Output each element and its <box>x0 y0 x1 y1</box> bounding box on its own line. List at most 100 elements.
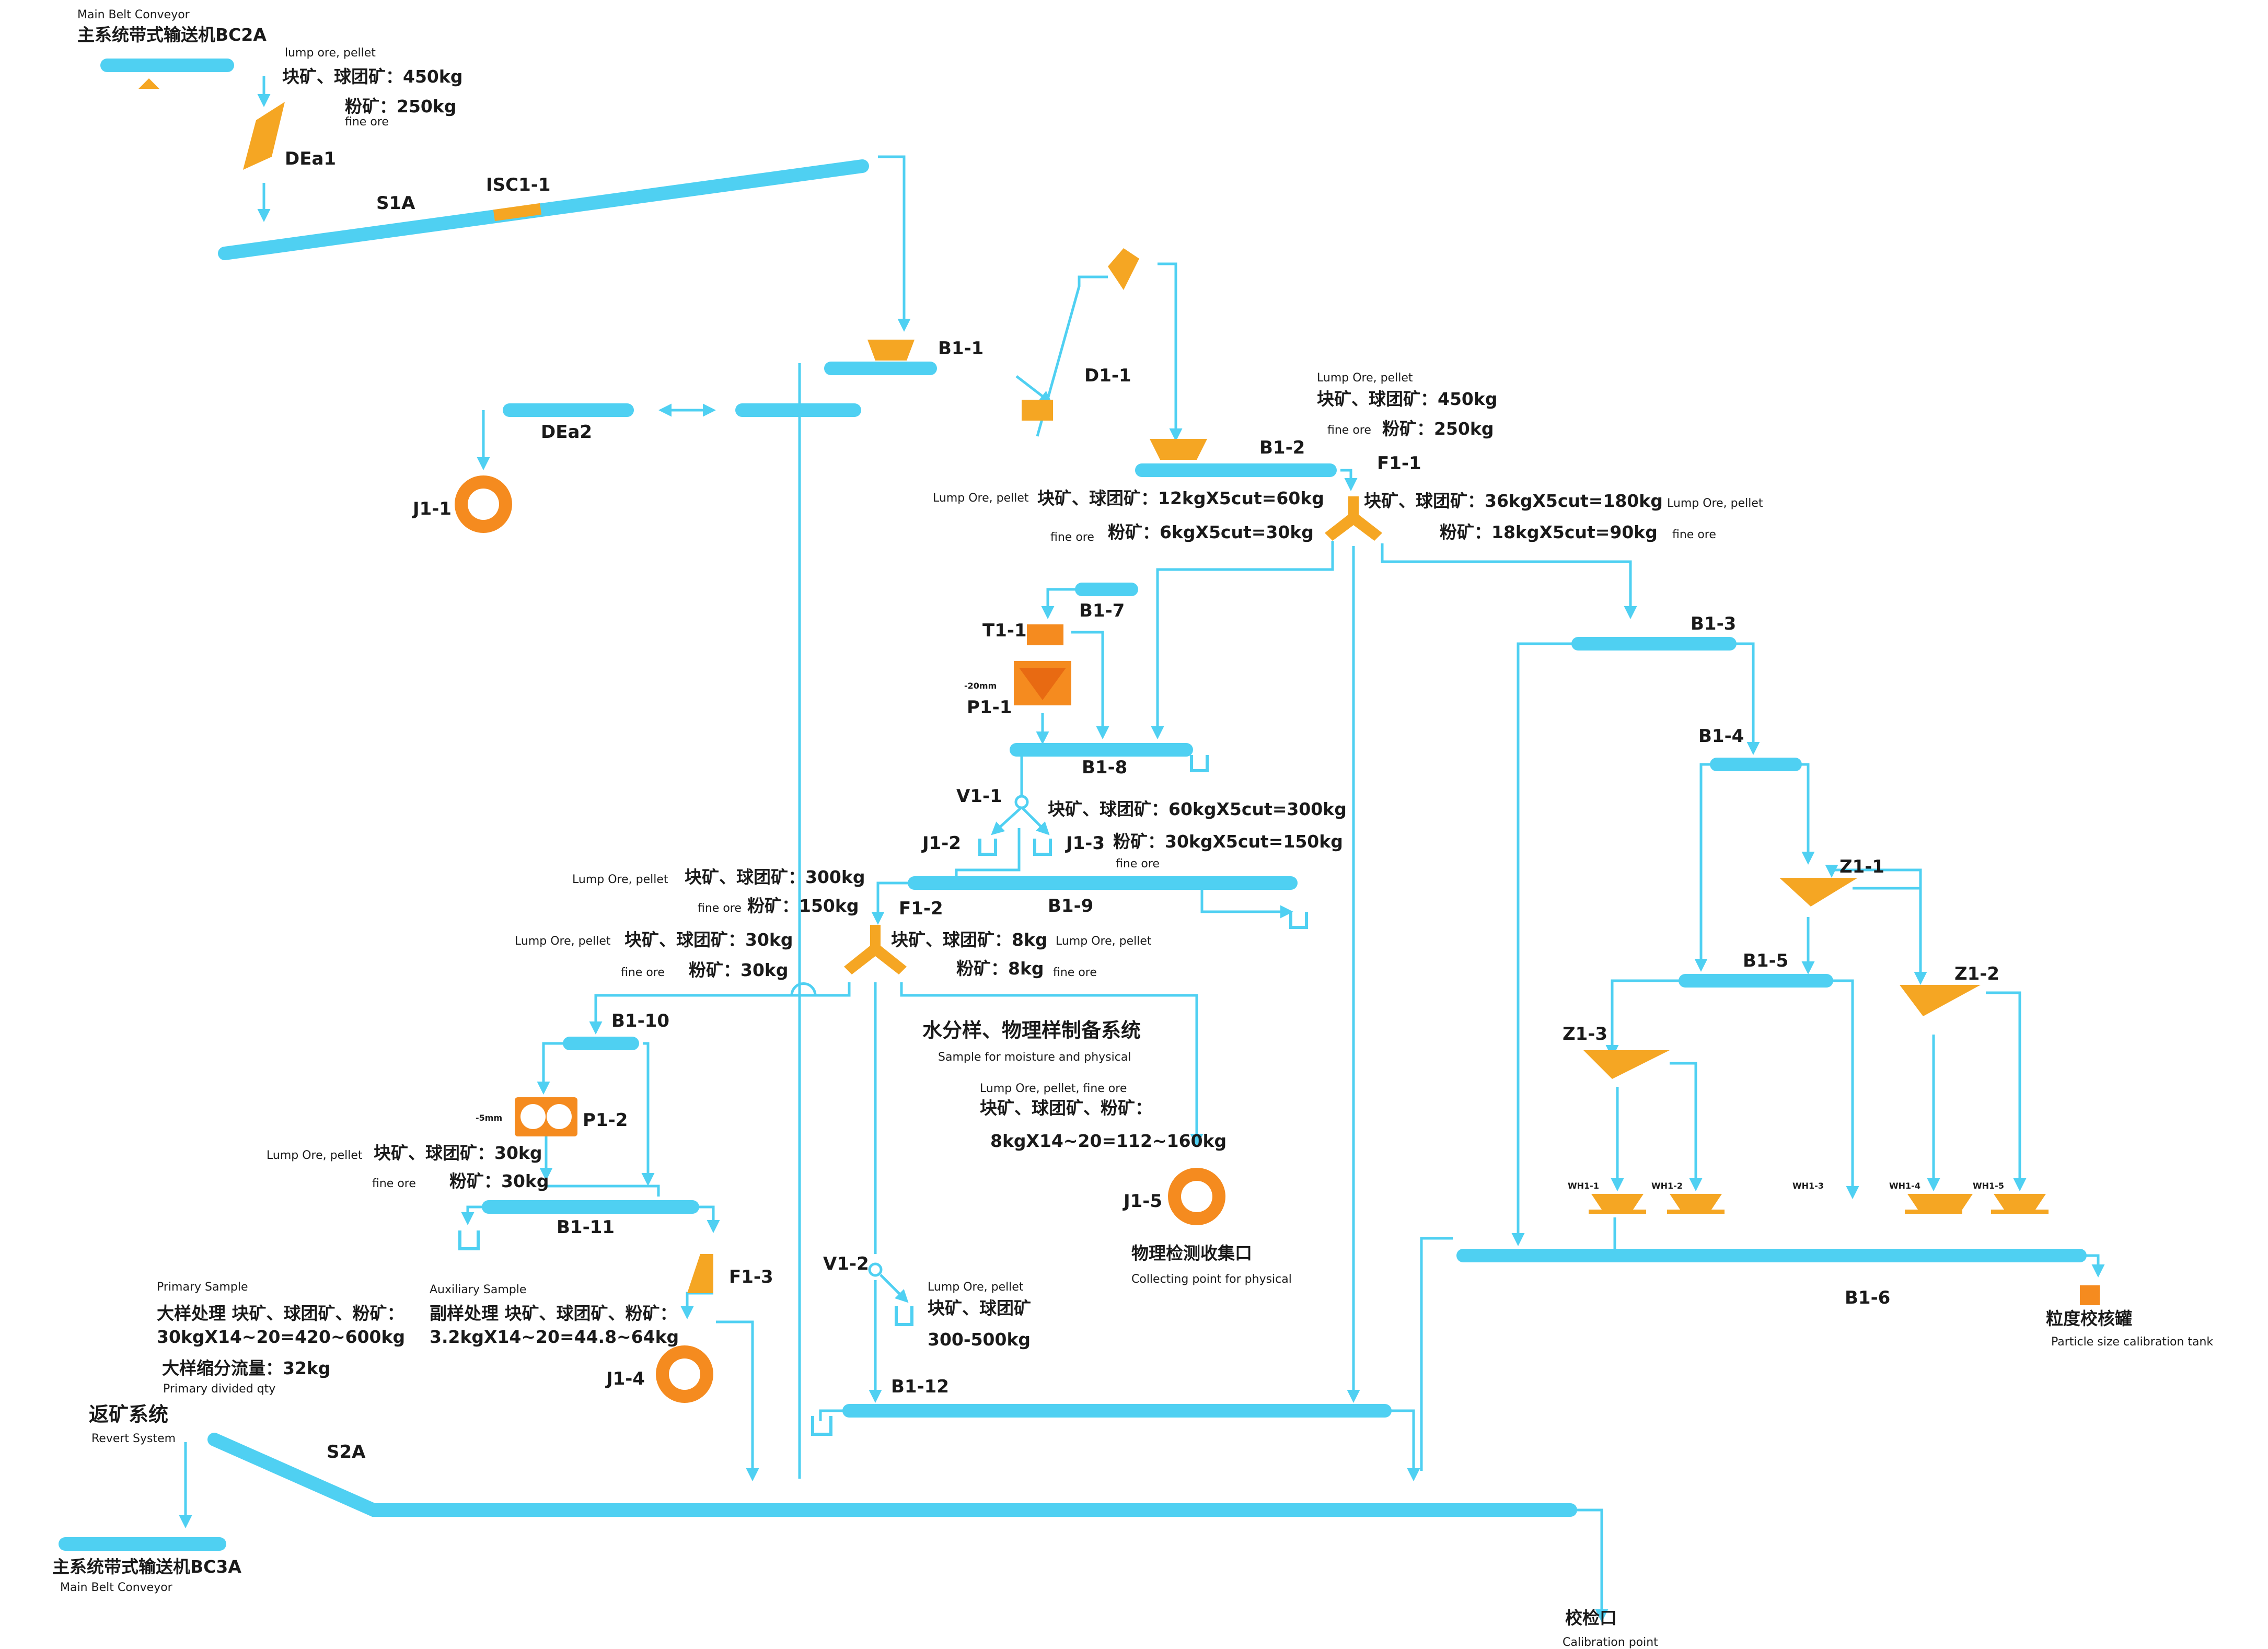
weigh-hopper-wh1-2-icon <box>1667 1194 1725 1214</box>
z1-1-label: Z1-1 <box>1839 856 1884 877</box>
d1-1-label: D1-1 <box>1084 365 1131 386</box>
v11-fine: 粉矿：30kgX5cut=150kg <box>1113 831 1343 852</box>
isc1-1-label: ISC1-1 <box>486 175 551 195</box>
f12-in-lump: 块矿、球团矿：300kg <box>685 867 865 887</box>
f12-right-en: Lump Ore, pellet <box>1056 935 1152 948</box>
splitter-z1-1-icon <box>1779 878 1858 907</box>
physical-collect-en: Collecting point for physical <box>1131 1273 1292 1286</box>
j1-3-label: J1-3 <box>1065 833 1105 854</box>
moisture-items-cn: 块矿、球团矿、粉矿： <box>980 1098 1152 1118</box>
v12-en: Lump Ore, pellet <box>928 1281 1024 1294</box>
collector-j1-1-icon <box>455 475 512 533</box>
f11-right-en: Lump Ore, pellet <box>1667 497 1763 510</box>
revert-system-en: Revert System <box>91 1432 176 1445</box>
f1-3-label: F1-3 <box>729 1267 773 1287</box>
fine-en-label: fine ore <box>345 115 389 129</box>
b1-11-label: B1-11 <box>557 1217 615 1238</box>
valve-v1-2-icon <box>868 1262 883 1277</box>
moisture-system-title: 水分样、物理样制备系统 <box>922 1019 1141 1042</box>
f11-in-lump: 块矿、球团矿：450kg <box>1317 389 1497 409</box>
b1-3-label: B1-3 <box>1691 613 1736 634</box>
aux-sample-cn: 副样处理 块矿、球团矿、粉矿： <box>430 1303 677 1323</box>
v12-qty: 300-500kg <box>928 1329 1031 1350</box>
f11-left-en: Lump Ore, pellet <box>933 492 1029 505</box>
t1-1-label: T1-1 <box>982 620 1027 641</box>
f11-in-fine-en: fine ore <box>1327 424 1371 437</box>
hopper-b1-2-icon <box>1150 439 1207 460</box>
j1-1-label: J1-1 <box>412 498 452 519</box>
belts <box>59 59 2087 1551</box>
divider-f1-1-icon <box>1325 496 1382 541</box>
bucket-icon <box>811 1416 832 1436</box>
valve-v1-1-icon <box>1014 795 1029 809</box>
diverter-d1-1-icon <box>1108 248 1139 290</box>
b1-8-label: B1-8 <box>1082 757 1127 778</box>
f11-right-lump: 块矿、球团矿：36kgX5cut=180kg <box>1364 491 1663 511</box>
wh1-1-label: WH1-1 <box>1568 1181 1599 1191</box>
f12-in-fine-en: fine ore <box>698 902 742 915</box>
feeder-t1-1-icon <box>1027 624 1063 645</box>
f11-in-fine: 粉矿：250kg <box>1382 419 1494 439</box>
weigh-hopper-wh1-1-icon <box>1589 1194 1646 1214</box>
bucket-icon <box>1033 839 1052 856</box>
main-belt-cn-label: 主系统带式输送机BC2A <box>77 25 267 45</box>
flow-lines <box>179 76 2105 1622</box>
f11-right-fine-en: fine ore <box>1672 528 1716 541</box>
p1-2-label: P1-2 <box>583 1110 628 1131</box>
dea2-label: DEa2 <box>541 422 592 443</box>
f12-right-lump: 块矿、球团矿：8kg <box>891 930 1048 950</box>
f1-1-label: F1-1 <box>1377 453 1421 474</box>
moisture-qty: 8kgX14~20=112~160kg <box>990 1131 1226 1151</box>
f12-left-fine: 粉矿：30kg <box>689 960 789 980</box>
p12-fine: 粉矿：30kg <box>449 1171 549 1191</box>
f12-in-en: Lump Ore, pellet <box>572 873 668 886</box>
weigh-hopper-wh1-5-icon <box>1991 1194 2049 1214</box>
z1-2-label: Z1-2 <box>1954 963 1999 984</box>
splitter-z1-3-icon <box>1583 1050 1670 1079</box>
aux-sample-qty: 3.2kgX14~20=44.8~64kg <box>430 1327 679 1347</box>
bucket-icon <box>1289 912 1308 929</box>
labels: Main Belt Conveyor 主系统带式输送机BC2A lump ore… <box>52 8 2213 1649</box>
z1-3-label: Z1-3 <box>1563 1024 1607 1044</box>
belt-support-icon <box>138 78 159 89</box>
lump-en-label: lump ore, pellet <box>285 47 376 60</box>
primary-divided-cn: 大样缩分流量：32kg <box>162 1358 331 1378</box>
dea1-label: DEa1 <box>285 148 336 169</box>
physical-collect-cn: 物理检测收集口 <box>1131 1243 1252 1263</box>
f12-right-fine: 粉矿：8kg <box>956 958 1044 979</box>
sampler-d1-1-icon <box>1022 400 1053 421</box>
fine-qty-label: 粉矿：250kg <box>345 96 456 117</box>
s1a-label: S1A <box>376 193 415 214</box>
main-belt-en-label: Main Belt Conveyor <box>77 8 190 21</box>
primary-sample-en: Primary Sample <box>157 1281 248 1294</box>
calibration-tank-cn: 粒度校核罐 <box>2046 1308 2132 1329</box>
calibration-point-en: Calibration point <box>1563 1636 1658 1649</box>
size-5mm-label: -5mm <box>476 1113 502 1123</box>
b1-9-label: B1-9 <box>1048 896 1093 916</box>
f12-left-lump: 块矿、球团矿：30kg <box>624 930 793 950</box>
belt-s2a <box>207 1433 1577 1517</box>
b1-4-label: B1-4 <box>1698 726 1744 747</box>
wh1-4-label: WH1-4 <box>1889 1181 1920 1191</box>
weigh-hopper-wh1-4-icon <box>1920 1194 1973 1210</box>
wh1-3-label: WH1-3 <box>1792 1181 1824 1191</box>
bucket-icon <box>978 839 997 856</box>
b1-1-label: B1-1 <box>938 338 983 359</box>
f11-left-fine-en: fine ore <box>1050 531 1094 544</box>
bc3a-cn: 主系统带式输送机BC3A <box>52 1557 241 1577</box>
b1-5-label: B1-5 <box>1743 950 1788 971</box>
moisture-items-en: Lump Ore, pellet, fine ore <box>980 1082 1127 1095</box>
lump-qty-label: 块矿、球团矿：450kg <box>282 66 462 87</box>
collector-j1-4-icon <box>656 1345 713 1403</box>
wh1-2-label: WH1-2 <box>1651 1181 1683 1191</box>
b1-10-label: B1-10 <box>611 1011 669 1031</box>
revert-system-cn: 返矿系统 <box>89 1403 168 1426</box>
bucket-icon <box>458 1230 480 1250</box>
splitter-z1-2-icon <box>1900 985 1981 1016</box>
aux-sample-en: Auxiliary Sample <box>430 1283 526 1296</box>
f12-in-fine: 粉矿：150kg <box>747 896 859 916</box>
bucket-icon <box>895 1306 913 1326</box>
f11-left-lump: 块矿、球团矿：12kgX5cut=60kg <box>1037 488 1324 508</box>
f1-2-label: F1-2 <box>899 898 943 919</box>
